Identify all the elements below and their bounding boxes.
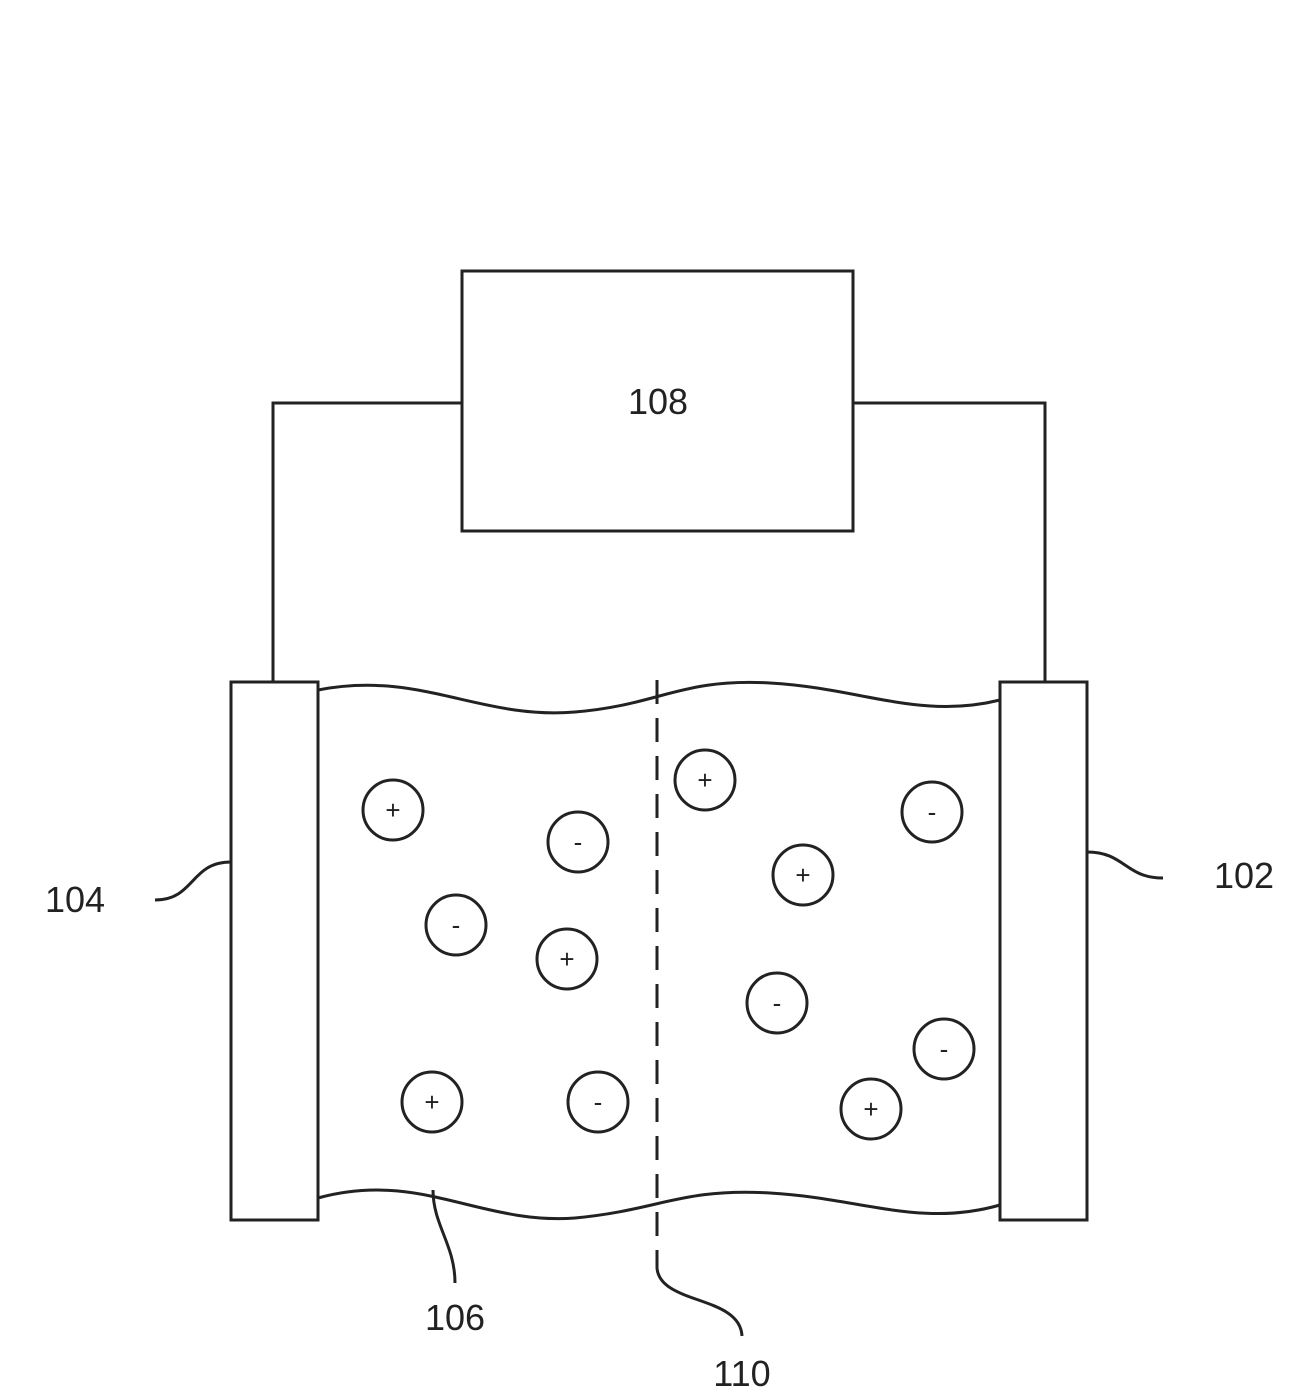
right-electrode-label: 102 [1214, 855, 1274, 896]
membrane-label: 110 [713, 1353, 770, 1394]
ion: + [363, 780, 423, 840]
power-unit-label: 108 [628, 381, 688, 422]
ion: - [548, 812, 608, 872]
ion: + [402, 1072, 462, 1132]
electrolyte-bottom-edge [318, 1190, 1000, 1219]
ion: - [914, 1019, 974, 1079]
right-wire [853, 403, 1045, 682]
left-electrode [231, 682, 318, 1220]
ion: - [747, 973, 807, 1033]
ion-sign: - [574, 827, 583, 857]
membrane-leader [657, 1268, 742, 1336]
electrolyte-label: 106 [425, 1297, 485, 1338]
ion-sign: + [424, 1087, 439, 1117]
ion-sign: + [863, 1094, 878, 1124]
ion-sign: + [385, 795, 400, 825]
ion: + [675, 750, 735, 810]
ion-sign: + [559, 944, 574, 974]
ion-sign: - [773, 988, 782, 1018]
ion: - [902, 782, 962, 842]
right-electrode-leader [1087, 852, 1163, 878]
ion-sign: - [594, 1087, 603, 1117]
right-electrode [1000, 682, 1087, 1220]
ion: + [841, 1079, 901, 1139]
electrolyte-leader [433, 1190, 455, 1283]
ion-sign: - [940, 1034, 949, 1064]
ion: - [426, 895, 486, 955]
ion: + [773, 845, 833, 905]
ion-sign: + [697, 765, 712, 795]
ion-sign: - [452, 910, 461, 940]
ion-sign: + [795, 860, 810, 890]
ion: + [537, 929, 597, 989]
ion: - [568, 1072, 628, 1132]
left-electrode-leader [155, 862, 231, 900]
left-electrode-label: 104 [45, 879, 105, 920]
left-wire [273, 403, 462, 682]
ion-sign: - [928, 797, 937, 827]
electrolyte-top-edge [318, 682, 1000, 712]
